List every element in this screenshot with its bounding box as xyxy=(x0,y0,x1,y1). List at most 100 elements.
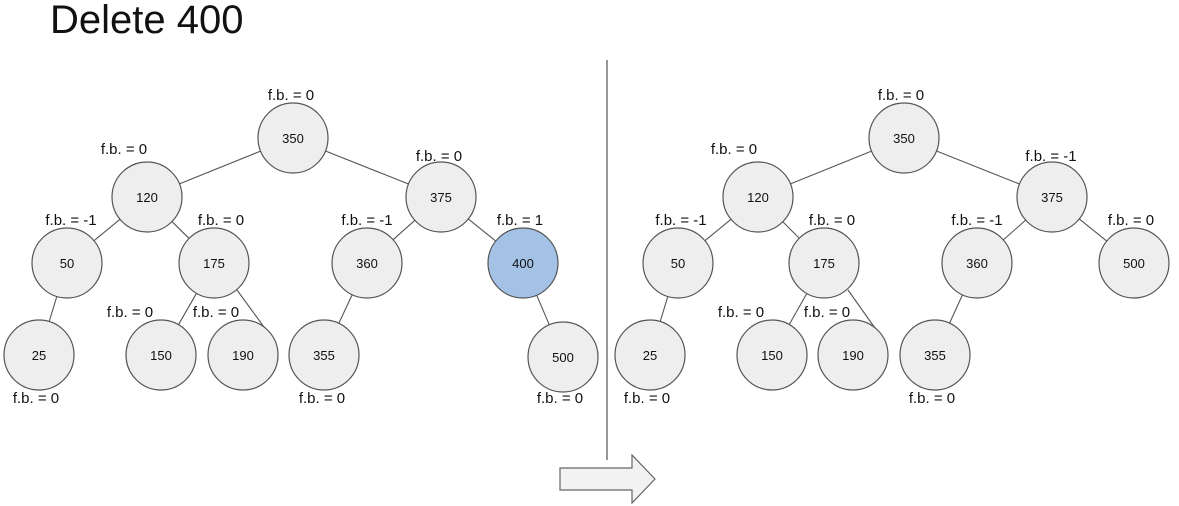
node-circle xyxy=(207,319,279,391)
balance-factor-label: f.b. = 0 xyxy=(13,390,59,407)
tree-node-before-175: 175 xyxy=(178,227,250,299)
page-title: Delete 400 xyxy=(50,0,244,42)
tree-node-before-400: 400 xyxy=(487,227,559,299)
tree-node-after-150: 150 xyxy=(736,319,808,391)
balance-factor-label: f.b. = -1 xyxy=(341,212,392,229)
node-value: 190 xyxy=(842,348,864,363)
node-value: 360 xyxy=(966,256,988,271)
node-value: 360 xyxy=(356,256,378,271)
balance-factor-label: f.b. = 0 xyxy=(107,304,153,321)
node-value: 400 xyxy=(512,256,534,271)
node-circle xyxy=(1098,227,1170,299)
tree-node-before-375: 375 xyxy=(405,161,477,233)
tree-edge-before xyxy=(177,293,198,325)
tree-node-after-500: 500 xyxy=(1098,227,1170,299)
node-value: 175 xyxy=(813,256,835,271)
node-value: 355 xyxy=(313,348,335,363)
tree-edge-after xyxy=(936,150,1020,185)
node-circle xyxy=(736,319,808,391)
balance-factor-label: f.b. = 0 xyxy=(1108,212,1154,229)
node-circle xyxy=(527,321,599,393)
node-circle xyxy=(405,161,477,233)
balance-factor-label: f.b. = 0 xyxy=(268,87,314,104)
tree-edge-before xyxy=(536,294,550,326)
node-value: 350 xyxy=(282,131,304,146)
balance-factor-label: f.b. = 1 xyxy=(497,212,543,229)
tree-node-after-350: 350 xyxy=(868,102,940,174)
balance-factor-label: f.b. = 0 xyxy=(718,304,764,321)
node-value: 190 xyxy=(232,348,254,363)
node-value: 50 xyxy=(60,256,74,271)
tree-edge-before xyxy=(338,294,353,324)
node-circle xyxy=(1016,161,1088,233)
tree-edge-after xyxy=(949,294,963,324)
node-value: 500 xyxy=(552,350,574,365)
tree-node-after-360: 360 xyxy=(941,227,1013,299)
node-value: 150 xyxy=(761,348,783,363)
node-value: 355 xyxy=(924,348,946,363)
node-value: 500 xyxy=(1123,256,1145,271)
balance-factor-label: f.b. = 0 xyxy=(101,141,147,158)
highlighted-node-circle xyxy=(487,227,559,299)
tree-node-before-150: 150 xyxy=(125,319,197,391)
node-value: 375 xyxy=(430,190,452,205)
node-value: 25 xyxy=(643,348,657,363)
tree-node-before-120: 120 xyxy=(111,161,183,233)
tree-node-after-375: 375 xyxy=(1016,161,1088,233)
tree-edge-after xyxy=(790,150,872,185)
tree-edge-before xyxy=(325,150,409,185)
tree-edge-after xyxy=(782,221,800,239)
tree-node-before-190: 190 xyxy=(207,319,279,391)
balance-factor-label: f.b. = 0 xyxy=(624,390,670,407)
tree-edge-after xyxy=(704,218,732,242)
node-circle xyxy=(788,227,860,299)
tree-node-after-355: 355 xyxy=(899,319,971,391)
balance-factor-label: f.b. = 0 xyxy=(416,148,462,165)
node-value: 25 xyxy=(32,348,46,363)
tree-node-before-355: 355 xyxy=(288,319,360,391)
node-value: 175 xyxy=(203,256,225,271)
balance-factor-label: f.b. = 0 xyxy=(878,87,924,104)
node-circle xyxy=(899,319,971,391)
tree-edge-before xyxy=(48,296,58,322)
tree-node-before-500: 500 xyxy=(527,321,599,393)
tree-node-before-25: 25 xyxy=(3,319,75,391)
arrow-right-icon xyxy=(559,453,656,505)
tree-edge-after xyxy=(788,293,808,325)
tree-node-after-175: 175 xyxy=(788,227,860,299)
node-circle xyxy=(614,319,686,391)
node-circle xyxy=(331,227,403,299)
node-circle xyxy=(178,227,250,299)
node-circle xyxy=(3,319,75,391)
node-value: 50 xyxy=(671,256,685,271)
node-value: 350 xyxy=(893,131,915,146)
tree-node-before-350: 350 xyxy=(257,102,329,174)
balance-factor-label: f.b. = 0 xyxy=(909,390,955,407)
tree-edge-after xyxy=(1002,219,1027,241)
balance-factor-label: f.b. = 0 xyxy=(809,212,855,229)
node-value: 120 xyxy=(136,190,158,205)
tree-edge-after xyxy=(659,296,669,322)
node-circle xyxy=(257,102,329,174)
balance-factor-label: f.b. = 0 xyxy=(804,304,850,321)
tree-node-before-360: 360 xyxy=(331,227,403,299)
balance-factor-label: f.b. = 0 xyxy=(299,390,345,407)
tree-node-after-190: 190 xyxy=(817,319,889,391)
tree-edge-before xyxy=(392,219,416,241)
balance-factor-label: f.b. = -1 xyxy=(951,212,1002,229)
node-circle xyxy=(125,319,197,391)
balance-factor-label: f.b. = -1 xyxy=(655,212,706,229)
node-circle xyxy=(941,227,1013,299)
node-circle xyxy=(288,319,360,391)
balance-factor-label: f.b. = -1 xyxy=(1025,148,1076,165)
tree-edge-before xyxy=(93,218,121,242)
tree-node-after-25: 25 xyxy=(614,319,686,391)
node-circle xyxy=(817,319,889,391)
node-value: 150 xyxy=(150,348,172,363)
tree-edge-before xyxy=(467,218,497,242)
tree-node-after-120: 120 xyxy=(722,161,794,233)
balance-factor-label: f.b. = 0 xyxy=(711,141,757,158)
tree-node-before-50: 50 xyxy=(31,227,103,299)
balance-factor-label: f.b. = 0 xyxy=(193,304,239,321)
